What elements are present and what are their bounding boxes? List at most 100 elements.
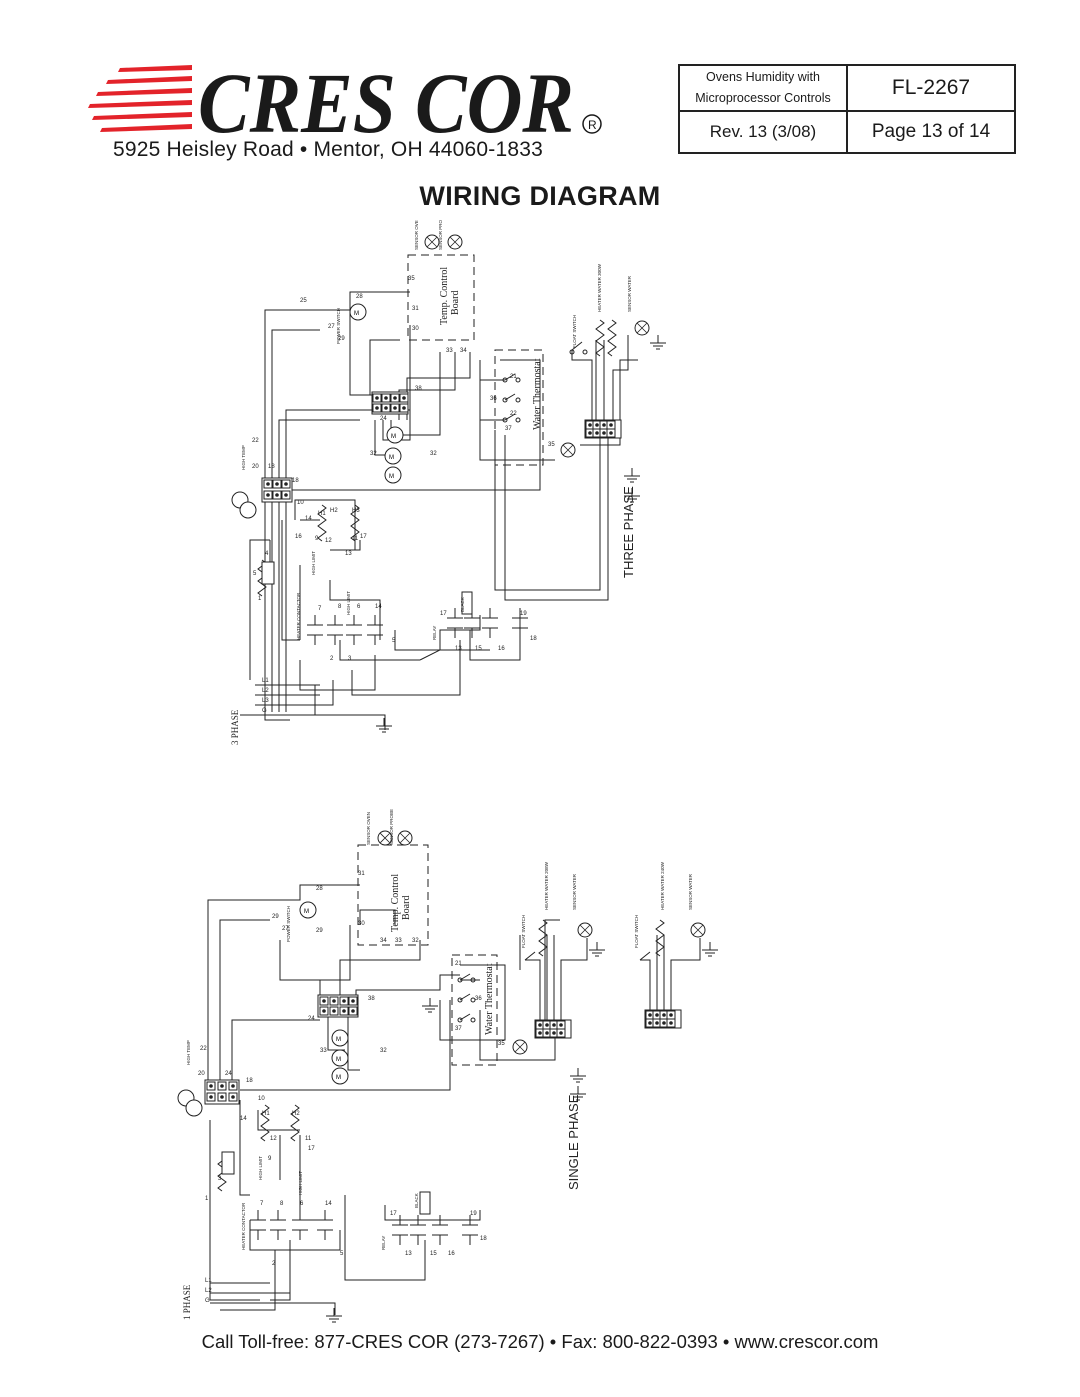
svg-text:2: 2 [330,656,334,662]
svg-text:15: 15 [475,646,482,652]
svg-text:36: 36 [490,396,497,402]
svg-text:HIGH LIMIT: HIGH LIMIT [346,591,351,615]
three-phase-contactors [306,607,529,646]
svg-text:28: 28 [316,886,323,892]
svg-text:SENSOR OVEN: SENSOR OVEN [414,220,419,250]
svg-text:13: 13 [455,646,462,652]
svg-text:18: 18 [530,636,537,642]
svg-text:22: 22 [252,438,259,444]
svg-text:L2: L2 [262,688,269,694]
svg-text:14: 14 [325,1201,332,1207]
single-phase-board-label-2: Board [401,896,412,920]
svg-text:29: 29 [338,336,345,342]
svg-text:6: 6 [357,604,361,610]
svg-text:RELAY: RELAY [381,1236,386,1250]
three-phase-label: THREE PHASE [621,486,636,578]
svg-text:10: 10 [258,1096,265,1102]
svg-text:34: 34 [380,938,387,944]
svg-text:25: 25 [300,298,307,304]
logo-speed-lines [88,65,192,132]
svg-text:POWER SWITCH: POWER SWITCH [286,906,291,942]
svg-text:17: 17 [308,1146,315,1152]
logo-wordmark: CRES COR [198,62,574,144]
svg-text:29: 29 [272,914,279,920]
svg-text:SENSOR WATER: SENSOR WATER [627,275,632,312]
svg-text:R: R [588,118,597,132]
svg-text:33: 33 [320,1048,327,1054]
svg-text:FLOAT SWITCH: FLOAT SWITCH [572,315,577,348]
svg-text:11: 11 [352,536,359,542]
svg-text:HEATER CONTACTOR: HEATER CONTACTOR [241,1202,246,1250]
svg-text:HIGH LIMIT: HIGH LIMIT [258,1156,263,1180]
svg-text:L1: L1 [262,678,269,684]
svg-text:16: 16 [448,1251,455,1257]
svg-text:22: 22 [510,411,517,417]
svg-text:1: 1 [205,1196,209,1202]
svg-text:HEATER WATER 240W: HEATER WATER 240W [660,861,665,910]
svg-text:7: 7 [318,606,322,612]
single-phase-board-label: Temp. Control [390,874,401,932]
svg-text:HEATER WATER 300W: HEATER WATER 300W [597,263,602,312]
svg-text:3: 3 [218,1176,222,1182]
svg-text:4: 4 [265,551,269,557]
svg-text:38: 38 [368,996,375,1002]
svg-text:HIGH LIMIT: HIGH LIMIT [311,551,316,575]
three-phase-diagram [240,291,638,730]
svg-text:27: 27 [328,324,335,330]
svg-text:5: 5 [253,571,257,577]
single-phase-diagram [207,884,560,1315]
svg-text:35: 35 [408,276,415,282]
svg-text:17: 17 [360,534,367,540]
page-title: WIRING DIAGRAM [419,181,661,211]
svg-text:HIGH TEMP: HIGH TEMP [241,445,246,470]
three-phase-board-label-2: Board [450,291,461,315]
svg-text:17: 17 [440,611,447,617]
svg-text:11: 11 [305,1136,312,1142]
svg-text:HIGH LIMIT: HIGH LIMIT [298,1171,303,1195]
three-phase-supply-label: 3 PHASE [230,709,240,745]
single-phase-terminal-strip-3 [534,1019,572,1039]
three-phase-thermostat-label: Water Thermostat [532,358,543,430]
wiring-diagram: M [177,220,719,1323]
registered-mark [582,114,602,134]
three-phase-terminal-strip-3 [584,419,622,439]
svg-text:10: 10 [297,500,304,506]
svg-text:18: 18 [292,478,299,484]
svg-text:1: 1 [258,596,262,602]
svg-text:8: 8 [280,1201,284,1207]
svg-text:SENSOR PROBE: SENSOR PROBE [438,220,443,250]
three-phase-terminal-strip-2 [261,477,293,503]
svg-text:13: 13 [405,1251,412,1257]
svg-text:POWER SWITCH: POWER SWITCH [336,308,341,344]
document-description: Ovens Humidity with Microprocessor Contr… [680,66,848,112]
svg-text:29: 29 [316,928,323,934]
contact-footer: Call Toll-free: 877-CRES COR (273-7267) … [201,1331,879,1352]
svg-text:35: 35 [498,1041,505,1047]
svg-text:32: 32 [380,1048,387,1054]
document-info-box: Ovens Humidity with Microprocessor Contr… [678,64,1016,154]
svg-text:34: 34 [460,348,467,354]
svg-text:BLACK: BLACK [414,1193,419,1208]
svg-text:3: 3 [348,656,352,662]
svg-text:30: 30 [358,921,365,927]
sp-water-thermostat-outline [451,954,498,1066]
svg-text:37: 37 [505,426,512,432]
svg-text:2: 2 [272,1261,276,1267]
svg-text:36: 36 [475,996,482,1002]
svg-text:L2: L2 [205,1288,212,1294]
svg-text:19: 19 [470,1211,477,1217]
revision: Rev. 13 (3/08) [680,112,848,152]
svg-text:5: 5 [340,1251,344,1257]
svg-text:31: 31 [412,306,419,312]
single-phase-supply-label: 1 PHASE [182,1284,192,1320]
svg-text:8: 8 [338,604,342,610]
svg-text:20: 20 [198,1071,205,1077]
svg-text:21: 21 [455,961,462,967]
svg-text:18: 18 [268,464,275,470]
three-phase-board-label: Temp. Control [439,267,450,325]
svg-text:H1: H1 [318,511,326,517]
single-phase-terminal-strip-1 [317,994,359,1018]
svg-text:SENSOR WATER: SENSOR WATER [688,873,693,910]
svg-text:12: 12 [270,1136,277,1142]
